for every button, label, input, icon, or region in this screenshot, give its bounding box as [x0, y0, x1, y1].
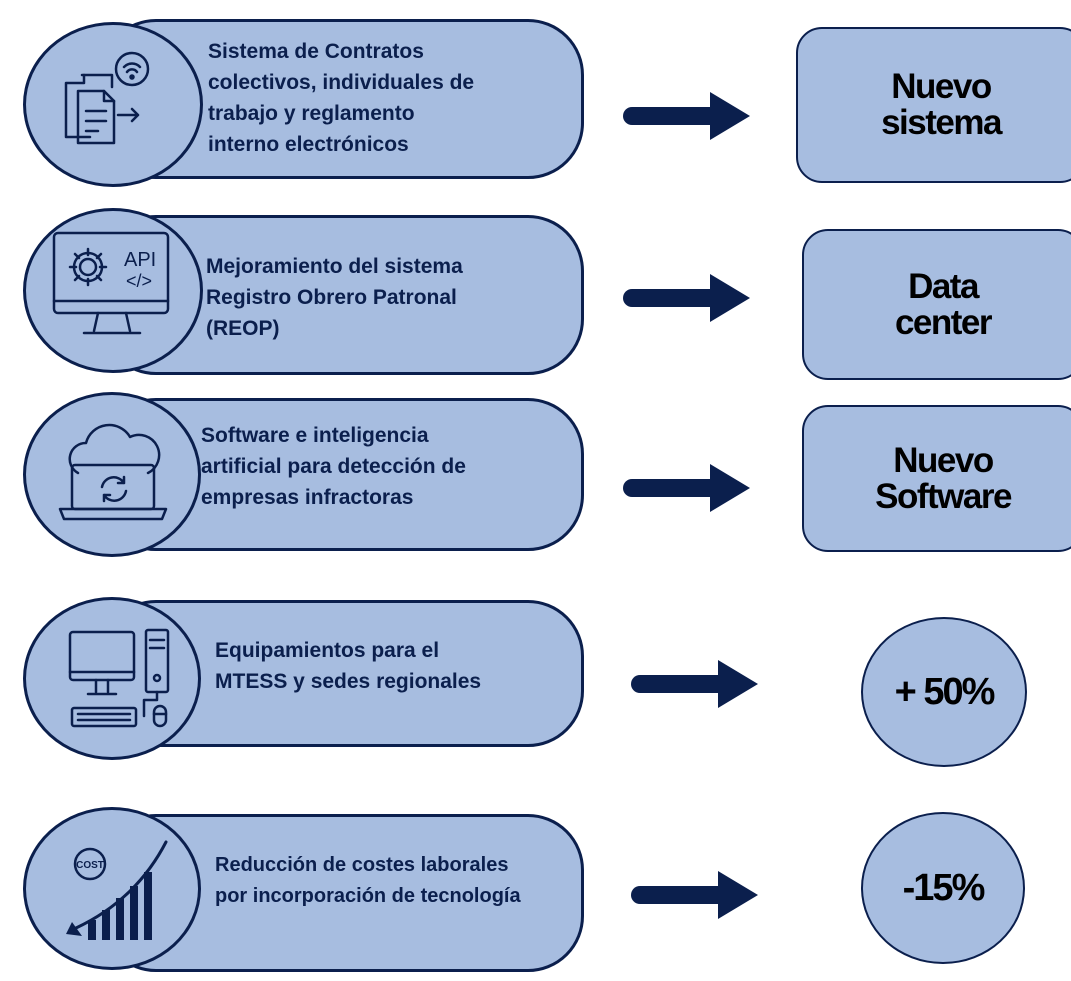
row-3-label: Software e inteligencia artificial para … — [201, 424, 466, 509]
row-1-label: Sistema de Contratos colectivos, individ… — [208, 40, 475, 156]
row-3-result-box: Nuevo Software — [802, 405, 1071, 552]
arrow-right-icon — [631, 660, 758, 708]
monitor-api-gear-icon: API </> — [52, 231, 170, 335]
icon-cost-text: COST — [76, 860, 104, 871]
arrow-right-icon — [623, 92, 750, 140]
row-2-label: Mejoramiento del sistema Registro Obrero… — [206, 255, 463, 340]
row-5-icon-circle: COST — [23, 807, 201, 970]
row-2-icon-circle: API </> — [23, 208, 203, 373]
row-5-result-circle: -15% — [861, 812, 1025, 964]
row-1-icon-circle — [23, 22, 203, 187]
arrow-right-icon — [623, 464, 750, 512]
row-2-result-box: Data center — [802, 229, 1071, 380]
desktop-computer-icon — [68, 628, 170, 728]
row-4-result-circle: + 50% — [861, 617, 1027, 767]
row-1-result-box: Nuevo sistema — [796, 27, 1071, 183]
row-4-icon-circle — [23, 597, 201, 760]
document-wifi-transfer-icon — [64, 51, 150, 145]
cost-decrease-chart-icon: COST — [66, 840, 168, 940]
icon-api-text: API — [124, 249, 156, 271]
row-3-icon-circle — [23, 392, 201, 557]
row-4-label: Equipamientos para el MTESS y sedes regi… — [215, 639, 482, 693]
arrow-right-icon — [631, 871, 758, 919]
arrow-right-icon — [623, 274, 750, 322]
row-5-label: Reducción de costes laborales por incorp… — [215, 854, 521, 907]
icon-code-text: </> — [126, 271, 152, 291]
cloud-laptop-sync-icon — [58, 423, 168, 521]
